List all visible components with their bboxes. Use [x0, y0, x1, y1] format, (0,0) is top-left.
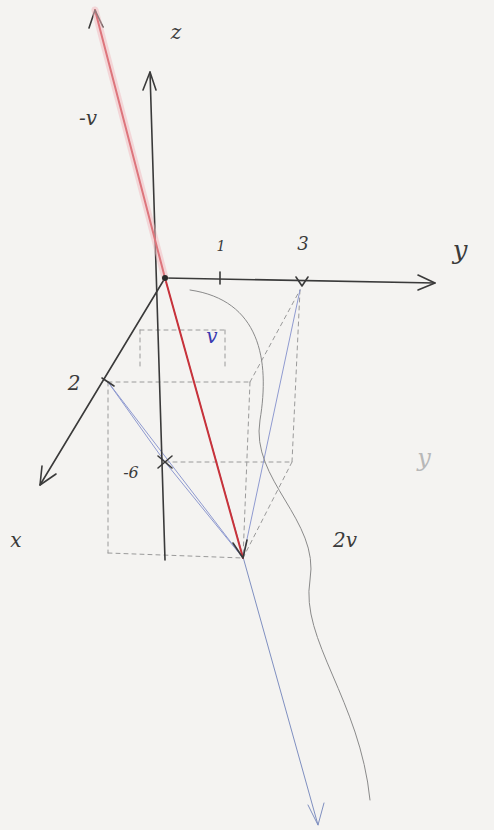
axis-label: y	[453, 237, 468, 263]
blue-construction	[108, 290, 300, 558]
construction-lines	[108, 290, 300, 558]
tick-label: 2	[68, 373, 81, 393]
vectors	[89, 10, 247, 558]
tick-label: -6	[123, 465, 139, 481]
stray-mark: y	[417, 446, 431, 470]
vector-label: -v	[79, 108, 97, 128]
axes	[40, 72, 435, 560]
tick-label: 3	[297, 235, 308, 253]
origin-dot	[162, 275, 168, 281]
axis-label: z	[171, 22, 182, 42]
vector-label: v	[206, 326, 217, 346]
extended-line	[165, 278, 324, 825]
tick-label: 1	[217, 239, 226, 253]
wavy-curve	[190, 290, 370, 800]
axis-label: x	[10, 530, 21, 550]
vector-label: 2v	[333, 530, 357, 550]
